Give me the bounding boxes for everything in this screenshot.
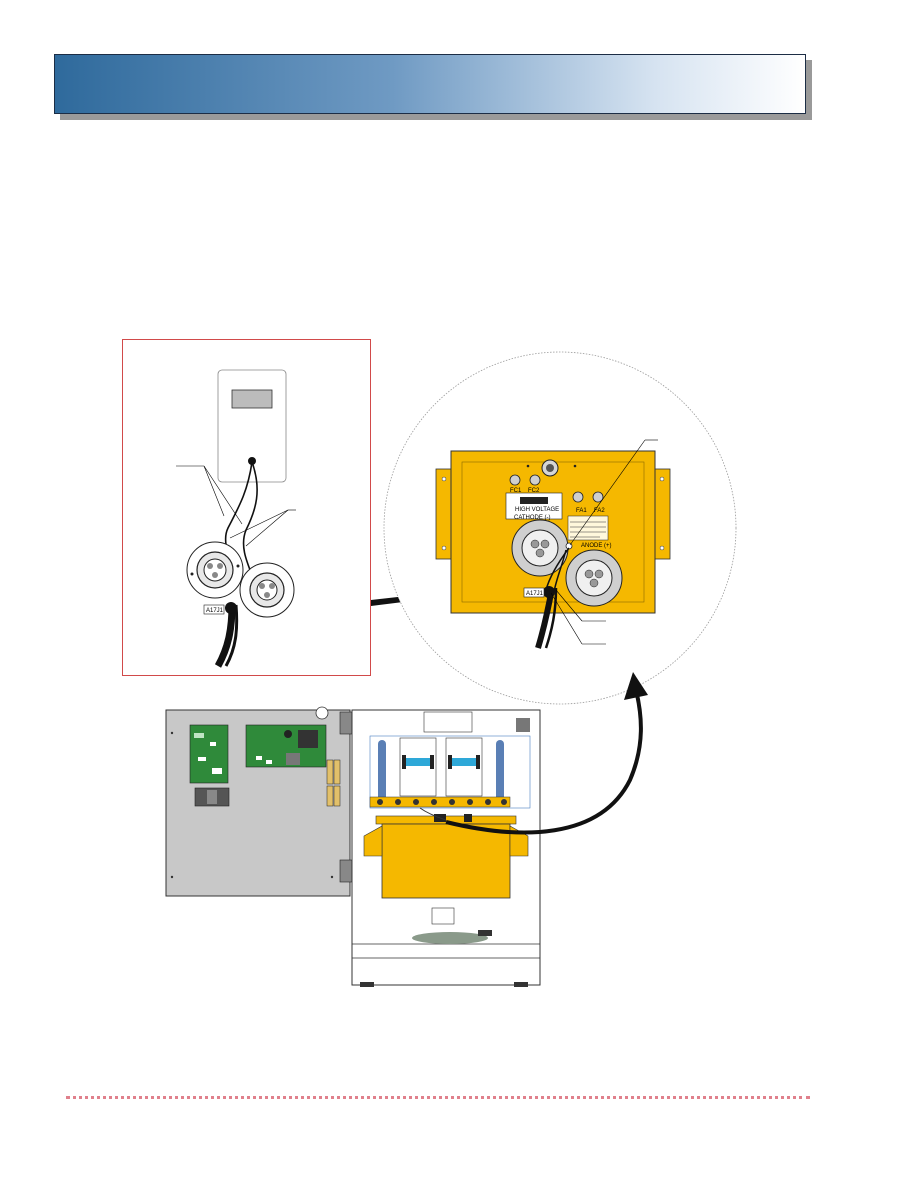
inset-anode-connector	[239, 562, 295, 618]
inset-detail: A17J1	[176, 369, 296, 668]
inset-connector-tag: A17J1	[206, 608, 224, 614]
inset-cathode-connector	[186, 541, 244, 599]
fc1-label: FC1	[510, 488, 522, 494]
anode-label: ANODE (+)	[581, 543, 612, 549]
connector-tag: A17J1	[526, 591, 544, 597]
hv-tank-closeup: FC1 FC2 HIGH VOLTAGE CATHODE (-) FA1 FA2…	[435, 439, 671, 649]
resistor-stack-left	[378, 740, 386, 806]
header-banner	[54, 54, 806, 114]
hv-tank	[381, 823, 511, 899]
cabinet-assembly	[165, 706, 541, 987]
meter-display	[231, 389, 273, 409]
footer-dotted-rule	[66, 1096, 810, 1099]
high-voltage-label: HIGH VOLTAGE	[515, 507, 559, 513]
arrow-head	[624, 672, 648, 700]
fc2-label: FC2	[528, 488, 540, 494]
fa2-label: FA2	[594, 508, 605, 514]
meter-probe-jack	[248, 457, 256, 465]
fa1-label: FA1	[576, 508, 587, 514]
inset-cable-clamp	[225, 602, 237, 614]
resistor-stack-right	[496, 740, 504, 806]
cathode-label: CATHODE (-)	[514, 515, 551, 521]
